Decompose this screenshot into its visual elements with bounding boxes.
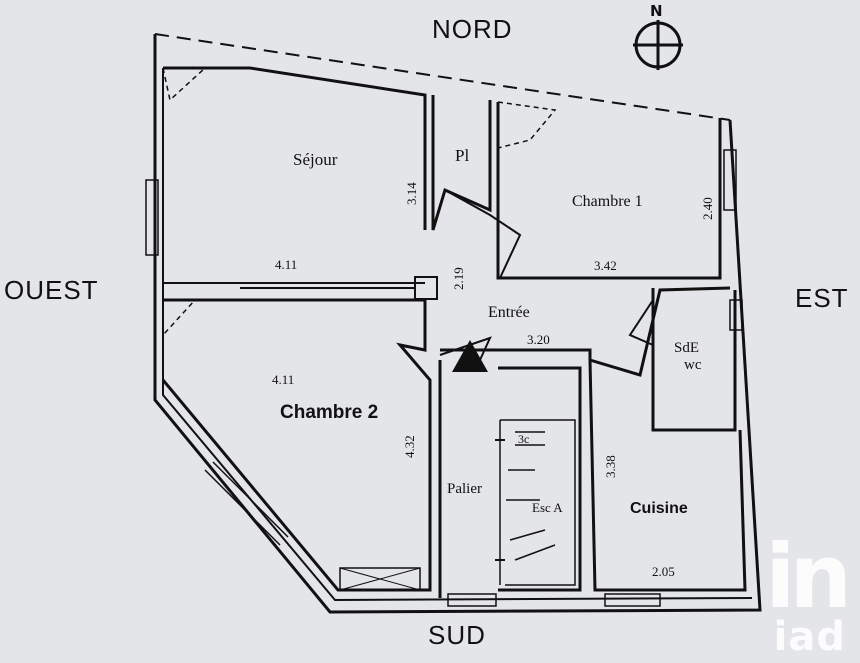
label-north: NORD <box>432 14 513 44</box>
room-entree: Entrée <box>488 304 530 321</box>
room-sde: SdE <box>674 340 700 356</box>
label-south: SUD <box>428 620 486 650</box>
outer-wall <box>153 34 762 614</box>
cuisine-wall <box>588 359 747 592</box>
dim-cuisine-depth: 3.38 <box>603 455 618 478</box>
chambre1-corner-closet <box>497 101 557 149</box>
escalier-wall <box>498 366 582 592</box>
entree-door <box>444 189 522 279</box>
room-escalier: Esc A <box>532 500 563 515</box>
chambre2-wall <box>161 298 432 592</box>
iad-logo: in iad <box>765 525 852 660</box>
entree-wall <box>440 286 731 377</box>
dim-entree-width: 3.20 <box>527 332 550 347</box>
window-cuisine-south <box>604 593 661 607</box>
room-cuisine: Cuisine <box>630 500 688 517</box>
outer-wall-north-dashed <box>154 33 731 121</box>
room-sejour: Séjour <box>293 150 338 169</box>
entrance-marker-icon <box>452 340 488 372</box>
room-placard: Pl <box>455 146 470 165</box>
dim-entree-depth: 2.19 <box>451 267 466 290</box>
window-east-sde <box>729 299 743 331</box>
compass-letter-n: N <box>650 2 663 20</box>
iad-logo-text: iad <box>773 614 846 660</box>
dim-sejour-depth: 3.14 <box>404 182 419 205</box>
compass-rose-icon <box>633 20 683 70</box>
label-west: OUEST <box>4 275 99 305</box>
sejour-corner-closet <box>162 67 207 102</box>
dim-chambre2-width: 4.11 <box>272 372 295 387</box>
window-palier-south <box>447 593 497 607</box>
dim-sejour-width: 4.11 <box>275 257 298 272</box>
dim-chambre1-depth: 2.40 <box>700 197 715 220</box>
dim-chambre1-width: 3.42 <box>594 258 617 273</box>
label-east: EST <box>795 283 849 313</box>
room-chambre1: Chambre 1 <box>572 193 643 210</box>
iad-logo-mark: in <box>765 525 852 628</box>
window-sw <box>204 461 289 546</box>
window-east-top <box>723 149 737 211</box>
room-chambre2: Chambre 2 <box>280 402 379 423</box>
sejour-wall <box>163 66 427 230</box>
sde-wall <box>651 288 737 432</box>
chambre2-corner-closet <box>162 299 197 337</box>
dim-cuisine-width: 2.05 <box>652 564 675 579</box>
room-wc: wc <box>684 357 702 373</box>
chambre1-wall <box>496 102 722 280</box>
window-west <box>145 179 159 256</box>
window-chambre2-south <box>339 567 421 591</box>
room-marche: 3c <box>518 432 530 446</box>
room-palier: Palier <box>447 481 482 497</box>
dim-chambre2-depth: 4.32 <box>402 435 417 458</box>
